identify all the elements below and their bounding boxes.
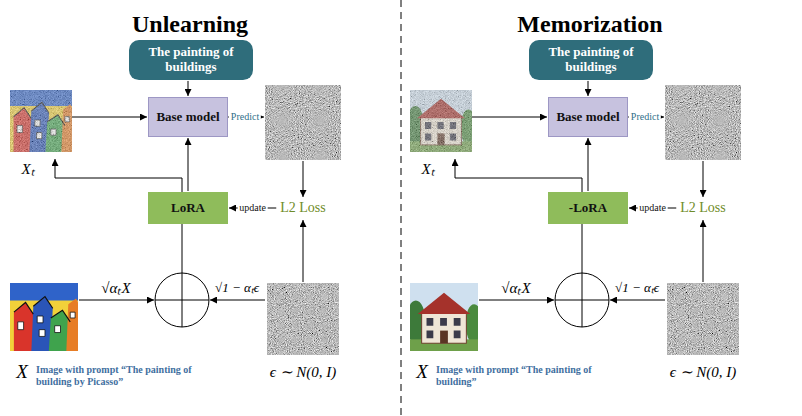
panel-title: Memorization	[517, 11, 662, 38]
math-label: ϵ ∼ N(0, I)	[270, 363, 337, 381]
flow-arrows	[455, 117, 703, 327]
node-text: Base model	[156, 110, 219, 125]
math-label: X	[16, 361, 28, 383]
gaussian-noise	[667, 283, 739, 355]
node-text: L2 Loss	[680, 200, 726, 216]
loss-node: L2 Loss	[677, 199, 729, 217]
noisy-image	[10, 90, 72, 152]
node-text: L2 Loss	[280, 200, 326, 216]
prompt-box: The painting of buildings	[529, 40, 653, 80]
gaussian-noise	[267, 283, 339, 355]
node-text: LoRA	[171, 201, 205, 216]
connector	[588, 138, 589, 191]
source-image	[10, 283, 78, 351]
math-label: √αₜX	[501, 277, 530, 297]
math-label: Xₜ	[21, 158, 34, 178]
noise-overlay	[410, 90, 472, 152]
arrow-label: Predict	[229, 111, 261, 123]
flow-arrows	[55, 117, 303, 327]
lora-box: -LoRA	[548, 192, 628, 224]
predicted-noise	[266, 85, 341, 160]
connector	[588, 81, 589, 96]
noisy-image	[406, 90, 476, 152]
edge-label: update	[237, 202, 268, 214]
predicted-noise	[666, 85, 741, 160]
noise-overlay	[10, 90, 72, 152]
math-label: √αₜX	[101, 277, 130, 297]
connector	[188, 138, 189, 191]
model-box: Base model	[148, 97, 228, 137]
panel-divider	[401, 0, 402, 416]
prompt-box: The painting of buildings	[129, 40, 253, 80]
panel-title: Unlearning	[132, 11, 248, 38]
node-text: The painting of buildings	[137, 45, 245, 75]
math-label: X	[416, 361, 428, 383]
edge-label: update	[637, 202, 668, 214]
math-label: √1 − αₜϵ	[215, 278, 259, 296]
arrow-label: Predict	[629, 111, 661, 123]
node-text: -LoRA	[569, 201, 607, 216]
node-text: The painting of buildings	[537, 45, 645, 75]
lora-box: LoRA	[148, 192, 228, 224]
node-text: Base model	[556, 110, 619, 125]
math-label: ϵ ∼ N(0, I)	[670, 363, 737, 381]
math-label: √1 − αₜϵ	[615, 278, 659, 296]
loss-node: L2 Loss	[277, 199, 329, 217]
connector	[188, 81, 189, 96]
source-image	[406, 283, 483, 351]
model-box: Base model	[548, 97, 628, 137]
image-caption: Image with prompt “The painting of build…	[36, 364, 201, 388]
math-label: Xₜ	[421, 158, 434, 178]
image-caption: Image with prompt “The painting of build…	[436, 364, 601, 388]
